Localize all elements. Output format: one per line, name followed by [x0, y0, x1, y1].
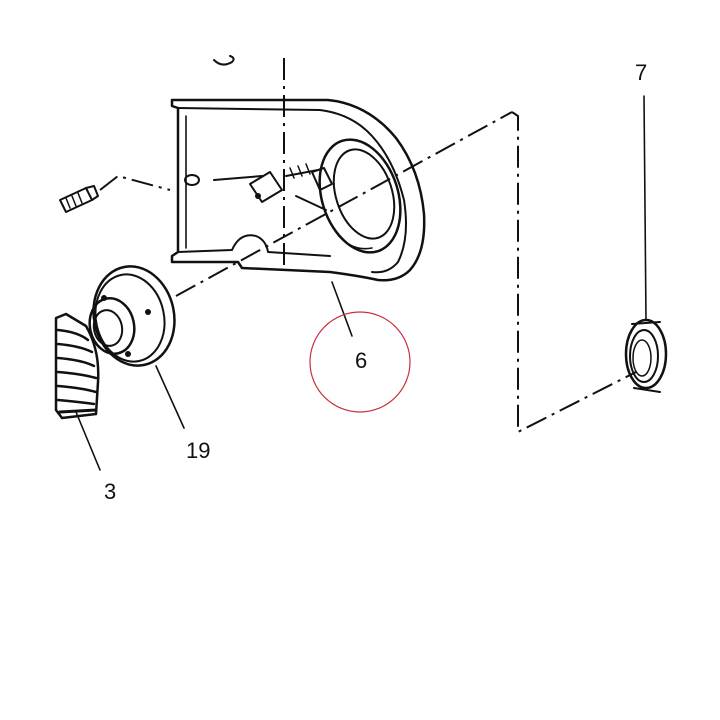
leader-line-3 [75, 411, 101, 471]
callout-7: 7 [635, 60, 647, 85]
flange-hub-part [88, 265, 176, 367]
callout-6: 6 [355, 348, 367, 373]
housing-part [170, 98, 426, 282]
leader-line-19 [155, 365, 185, 429]
assembly-axis-line [175, 111, 513, 297]
splined-shaft-part [54, 312, 100, 420]
seal-ring-part [624, 318, 668, 393]
assembly-frame-line [511, 111, 637, 434]
callout-19: 19 [186, 438, 210, 463]
leader-line-6 [331, 281, 353, 337]
leader-line-7 [643, 95, 647, 321]
bolt-part [59, 174, 171, 213]
callout-3: 3 [104, 479, 116, 504]
highlight-circle [309, 311, 411, 413]
clip-fragment [213, 55, 235, 66]
